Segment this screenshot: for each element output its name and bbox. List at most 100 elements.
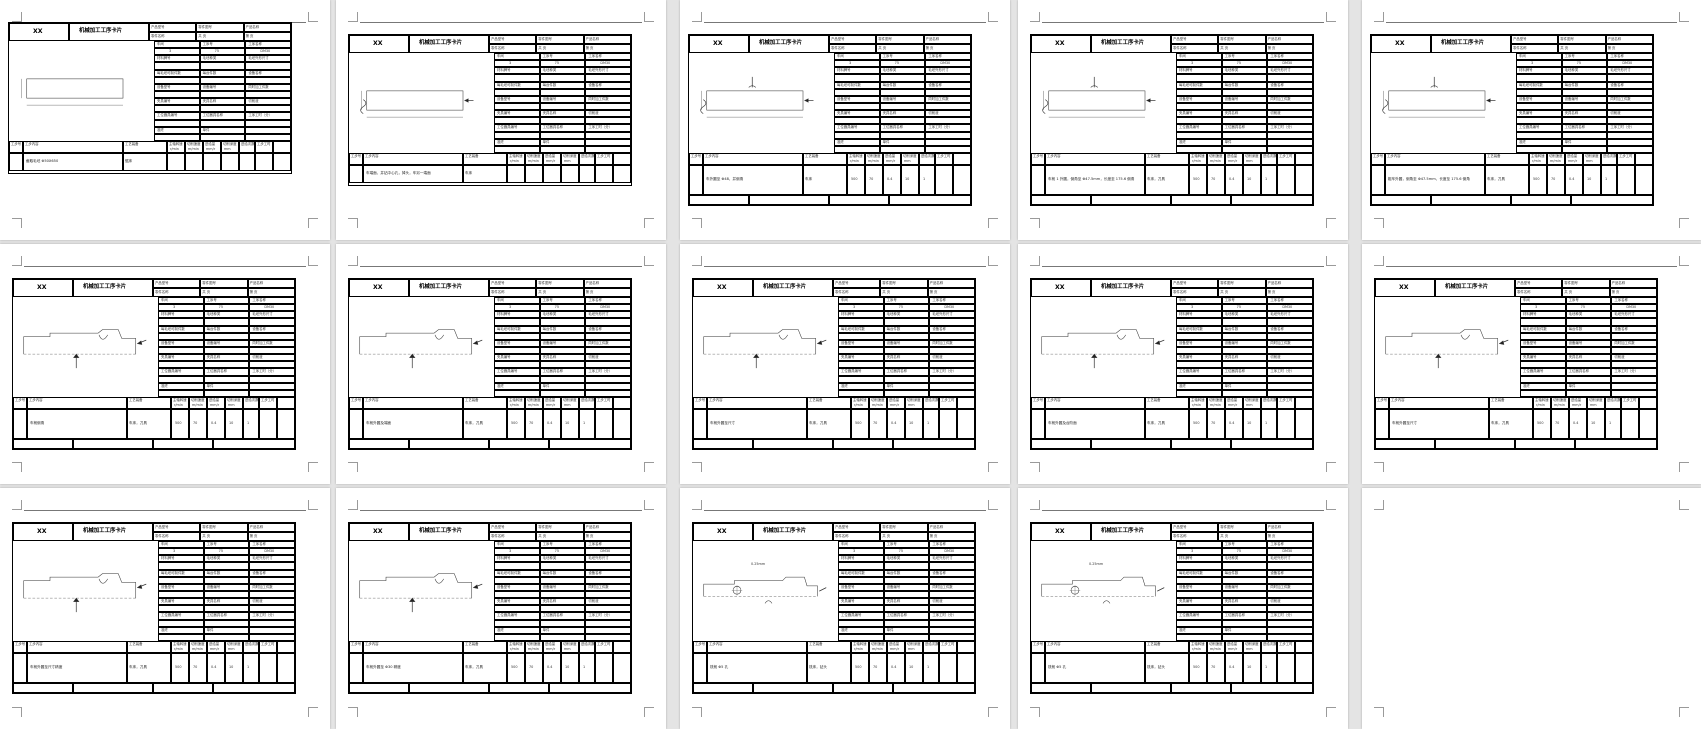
table-cell <box>901 153 919 165</box>
step-header: 主轴转速 <box>509 398 523 402</box>
info-label: 车间 <box>157 42 164 46</box>
card-title: 机械加工工序卡片 <box>759 40 803 46</box>
step-header: 工步内容 <box>29 398 43 402</box>
table-cell <box>1516 103 1562 111</box>
header-label: 零件名称 <box>831 46 845 50</box>
table-cell <box>829 44 877 53</box>
table-cell <box>838 339 884 347</box>
table-cell <box>1225 641 1243 653</box>
table-cell <box>1371 165 1385 195</box>
table-cell <box>561 653 579 683</box>
info-label: 工序号 <box>206 298 217 302</box>
card-title: 机械加工工序卡片 <box>763 284 807 290</box>
table-cell <box>539 591 586 599</box>
step-value: 70 <box>873 421 878 425</box>
table-cell <box>1607 138 1653 146</box>
info-label: 单件 <box>1224 383 1232 388</box>
info-label: 夹具编号 <box>161 599 175 604</box>
table-cell <box>203 591 250 599</box>
part-sketch <box>359 573 483 613</box>
step-header: 工步内容 <box>365 642 379 646</box>
table-cell <box>1243 641 1261 653</box>
step-header: 切削深度 <box>563 154 577 158</box>
table-cell <box>1176 138 1222 146</box>
step-unit: mm/r <box>1568 159 1578 163</box>
table-cell <box>929 318 975 326</box>
info-label: 每台件数 <box>206 570 221 575</box>
table-cell <box>494 354 540 362</box>
table-cell <box>953 165 971 195</box>
info-label: 工序名称 <box>932 542 946 546</box>
table-cell <box>883 562 930 570</box>
table-cell <box>1221 311 1268 319</box>
table-cell <box>158 339 204 347</box>
step-unit: mm <box>224 147 231 151</box>
table-cell <box>249 591 295 599</box>
crop-mark <box>988 462 998 472</box>
table-cell <box>929 311 975 319</box>
table-cell <box>883 583 930 591</box>
table-cell <box>585 562 631 570</box>
info-label: 设备型号 <box>1523 340 1537 345</box>
table-cell <box>585 598 631 606</box>
table-cell <box>1267 633 1313 641</box>
table-cell <box>1207 165 1225 195</box>
table-cell <box>1267 53 1313 61</box>
info-label: 每毛坯可制件数 <box>1523 326 1547 331</box>
table-cell <box>539 95 586 103</box>
header-label: 第 页 <box>1267 290 1276 294</box>
info-value: 75 <box>554 549 559 554</box>
table-cell <box>883 389 930 397</box>
table-cell <box>1516 117 1562 125</box>
table-cell <box>1171 35 1219 44</box>
table-cell <box>203 304 250 312</box>
table-cell <box>1176 131 1222 139</box>
info-label: 毛坯种类 <box>886 556 901 561</box>
table-cell <box>123 153 167 171</box>
crop-mark <box>644 707 654 717</box>
info-label: 毛坯种类 <box>542 556 557 561</box>
step-header: 工艺装备 <box>809 642 823 646</box>
table-cell <box>200 532 248 541</box>
table-cell <box>929 325 975 333</box>
table-cell <box>1295 653 1313 683</box>
table-cell <box>1221 138 1268 146</box>
table-cell <box>585 131 631 139</box>
info-value: 3 <box>1535 305 1538 310</box>
table-cell <box>833 523 881 532</box>
info-value: DM30 <box>944 549 955 554</box>
table-cell <box>489 439 549 449</box>
info-label: 工位器具编号 <box>1519 125 1540 130</box>
table-cell <box>507 165 525 183</box>
step-content: 车削外圆及台阶面 <box>1048 421 1077 425</box>
company-name: XX <box>713 40 723 47</box>
table-cell <box>1520 354 1566 362</box>
step-tool: 车床，刀具 <box>1147 421 1165 425</box>
table-cell <box>869 653 887 683</box>
header-label: 产品名称 <box>1607 37 1622 41</box>
info-label: 夹具名称 <box>886 355 901 360</box>
info-label: 准终 <box>497 383 504 388</box>
table-cell <box>1221 591 1268 599</box>
table-cell <box>1045 153 1145 165</box>
table-cell <box>158 605 204 613</box>
table-cell <box>199 133 246 141</box>
table-cell <box>1221 117 1268 125</box>
table-cell <box>154 98 200 106</box>
crop-mark <box>12 707 22 717</box>
table-cell <box>807 641 851 653</box>
table-cell <box>585 81 631 89</box>
step-tool: 车床，刀具 <box>465 665 483 669</box>
info-label: 工序工时（分） <box>588 369 613 374</box>
table-cell <box>1176 297 1222 305</box>
table-cell <box>225 641 243 653</box>
step-unit: r/min <box>510 403 519 407</box>
table-cell <box>585 88 631 96</box>
table-cell <box>1171 288 1219 297</box>
info-label: 夹具编号 <box>497 599 511 604</box>
header-label: 第 页 <box>929 290 938 294</box>
table-cell <box>203 361 250 369</box>
table-cell <box>1520 389 1566 397</box>
header-label: 产品型号 <box>1173 281 1187 285</box>
